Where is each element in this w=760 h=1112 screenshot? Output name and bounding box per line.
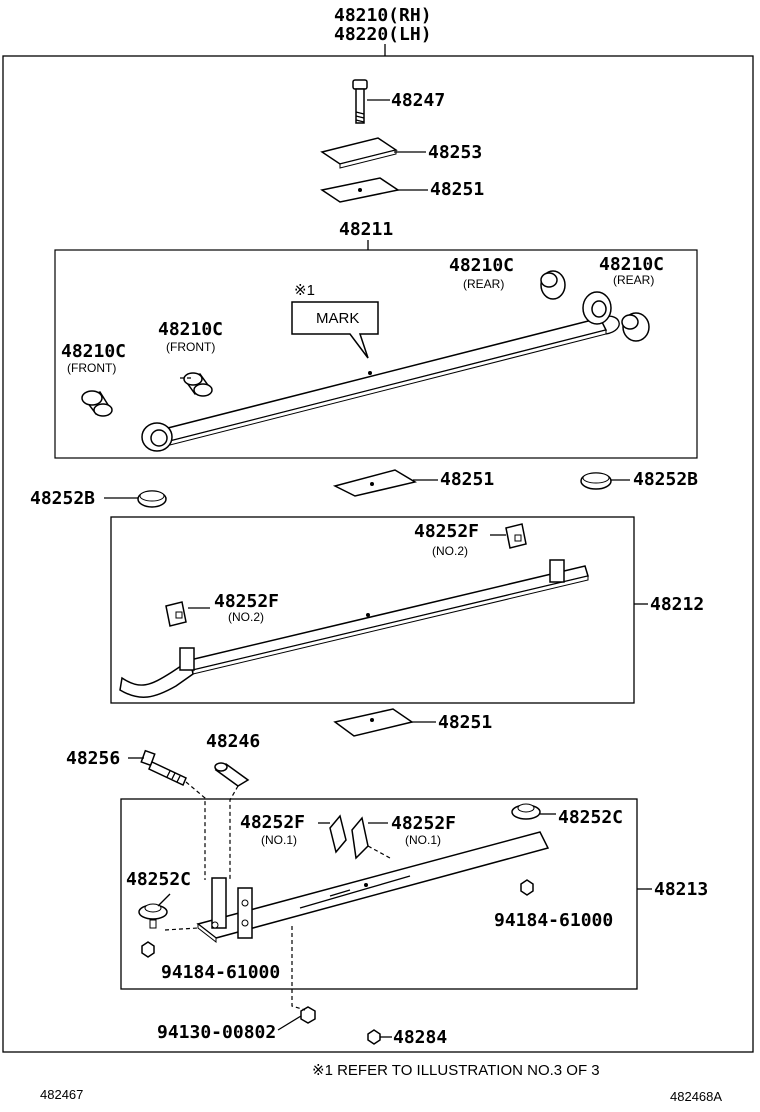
clip-48252f-left-shape [165,601,210,627]
leader-dashed-pin [229,785,239,880]
no2-left-sublabel: (NO.2) [228,610,264,624]
front-mid-sublabel: (FRONT) [166,340,216,354]
part-48212-label[interactable]: 48212 [650,594,705,615]
mark-callout-box [291,301,379,359]
no1-right-sublabel: (NO.1) [405,833,441,847]
part-48210c-front-mid-label[interactable]: 48210C [158,319,224,340]
part-48247-label[interactable]: 48247 [391,90,446,111]
part-48251-top-label[interactable]: 48251 [430,179,485,200]
leaf-48211-frame [54,249,698,459]
assembly-number-rh: 48210(RH) [334,5,432,26]
bumper-48252b-left-shape [104,490,167,508]
part-48252b-left-label[interactable]: 48252B [30,488,96,509]
bushing-rear-right-shape [621,312,650,342]
footer-right-code: 482468A [670,1089,723,1104]
part-48213-label[interactable]: 48213 [654,879,709,900]
clip-48252f-no1-right-shape [351,816,391,860]
nut-94130-shape [277,1006,316,1031]
part-48211-label[interactable]: 48211 [339,219,394,240]
part-48210c-rear-mid-label[interactable]: 48210C [449,255,515,276]
bushing-rear-mid-shape [540,270,566,300]
footer-left-code: 482467 [40,1087,84,1102]
part-94184-right-label[interactable]: 94184-61000 [494,910,614,931]
part-48252f-left-label[interactable]: 48252F [214,591,280,612]
bolt-48247-shape [352,79,390,124]
part-48252c-right-label[interactable]: 48252C [558,807,624,828]
bumper-48252c-right-shape [511,803,556,820]
pin-48246-shape [214,762,250,787]
no2-top-sublabel: (NO.2) [432,544,468,558]
plate-48251-mid-shape [332,469,438,497]
part-48246-label[interactable]: 48246 [206,731,261,752]
part-48251-mid-label[interactable]: 48251 [440,469,495,490]
bumper-48252b-right-shape [580,472,630,490]
part-48252f-no1-left-label[interactable]: 48252F [240,812,306,833]
clip-48252f-no1-left-shape [318,814,347,854]
clip-48252f-top-shape [490,523,527,549]
rear-mid-sublabel: (REAR) [463,277,505,291]
part-48252f-no1-right-label[interactable]: 48252F [391,813,457,834]
plate-48251-top-shape [320,177,428,203]
plate-48251-low-shape [333,708,436,737]
front-left-sublabel: (FRONT) [67,361,117,375]
nut-48284-shape [367,1029,392,1045]
assembly-number-lh: 48220(LH) [334,24,432,45]
nut-94184-left-shape [141,941,155,958]
part-94130-label[interactable]: 94130-00802 [157,1022,277,1043]
mark-callout-text: MARK [316,310,360,327]
no1-left-sublabel: (NO.1) [261,833,297,847]
footnote-reference: ※1 REFER TO ILLUSTRATION NO.3 OF 3 [312,1062,600,1079]
third-leaf-48213-shape [196,831,550,944]
part-48252f-top-label[interactable]: 48252F [414,521,480,542]
plate-48253-shape [320,137,426,169]
part-48210c-front-left-label[interactable]: 48210C [61,341,127,362]
part-48253-label[interactable]: 48253 [428,142,483,163]
bolt-48256-shape [128,749,187,787]
assembly-frame [2,55,754,1053]
reference-mark-symbol: ※1 [294,282,315,299]
leader-dashed-nut [291,926,306,1011]
part-48210c-rear-right-label[interactable]: 48210C [599,254,665,275]
rear-right-sublabel: (REAR) [613,273,655,287]
part-48284-label[interactable]: 48284 [393,1027,448,1048]
bushing-front-left-shape [81,390,113,417]
bushing-front-mid-shape [180,372,213,397]
nut-94184-right-shape [520,879,534,896]
second-leaf-48212-shape [119,559,589,698]
main-leaf-48211-shape [141,291,620,452]
part-48252c-left-label[interactable]: 48252C [126,869,192,890]
leaf-48212-frame [110,516,635,704]
leader-dashed-bolt [185,781,206,880]
part-48252b-right-label[interactable]: 48252B [633,469,699,490]
part-48256-label[interactable]: 48256 [66,748,121,769]
bumper-48252c-left-shape [138,893,171,929]
part-94184-left-label[interactable]: 94184-61000 [161,962,281,983]
part-48251-low-label[interactable]: 48251 [438,712,493,733]
leader-dashed-bumper [164,927,199,931]
leaf-48213-frame [120,798,638,990]
